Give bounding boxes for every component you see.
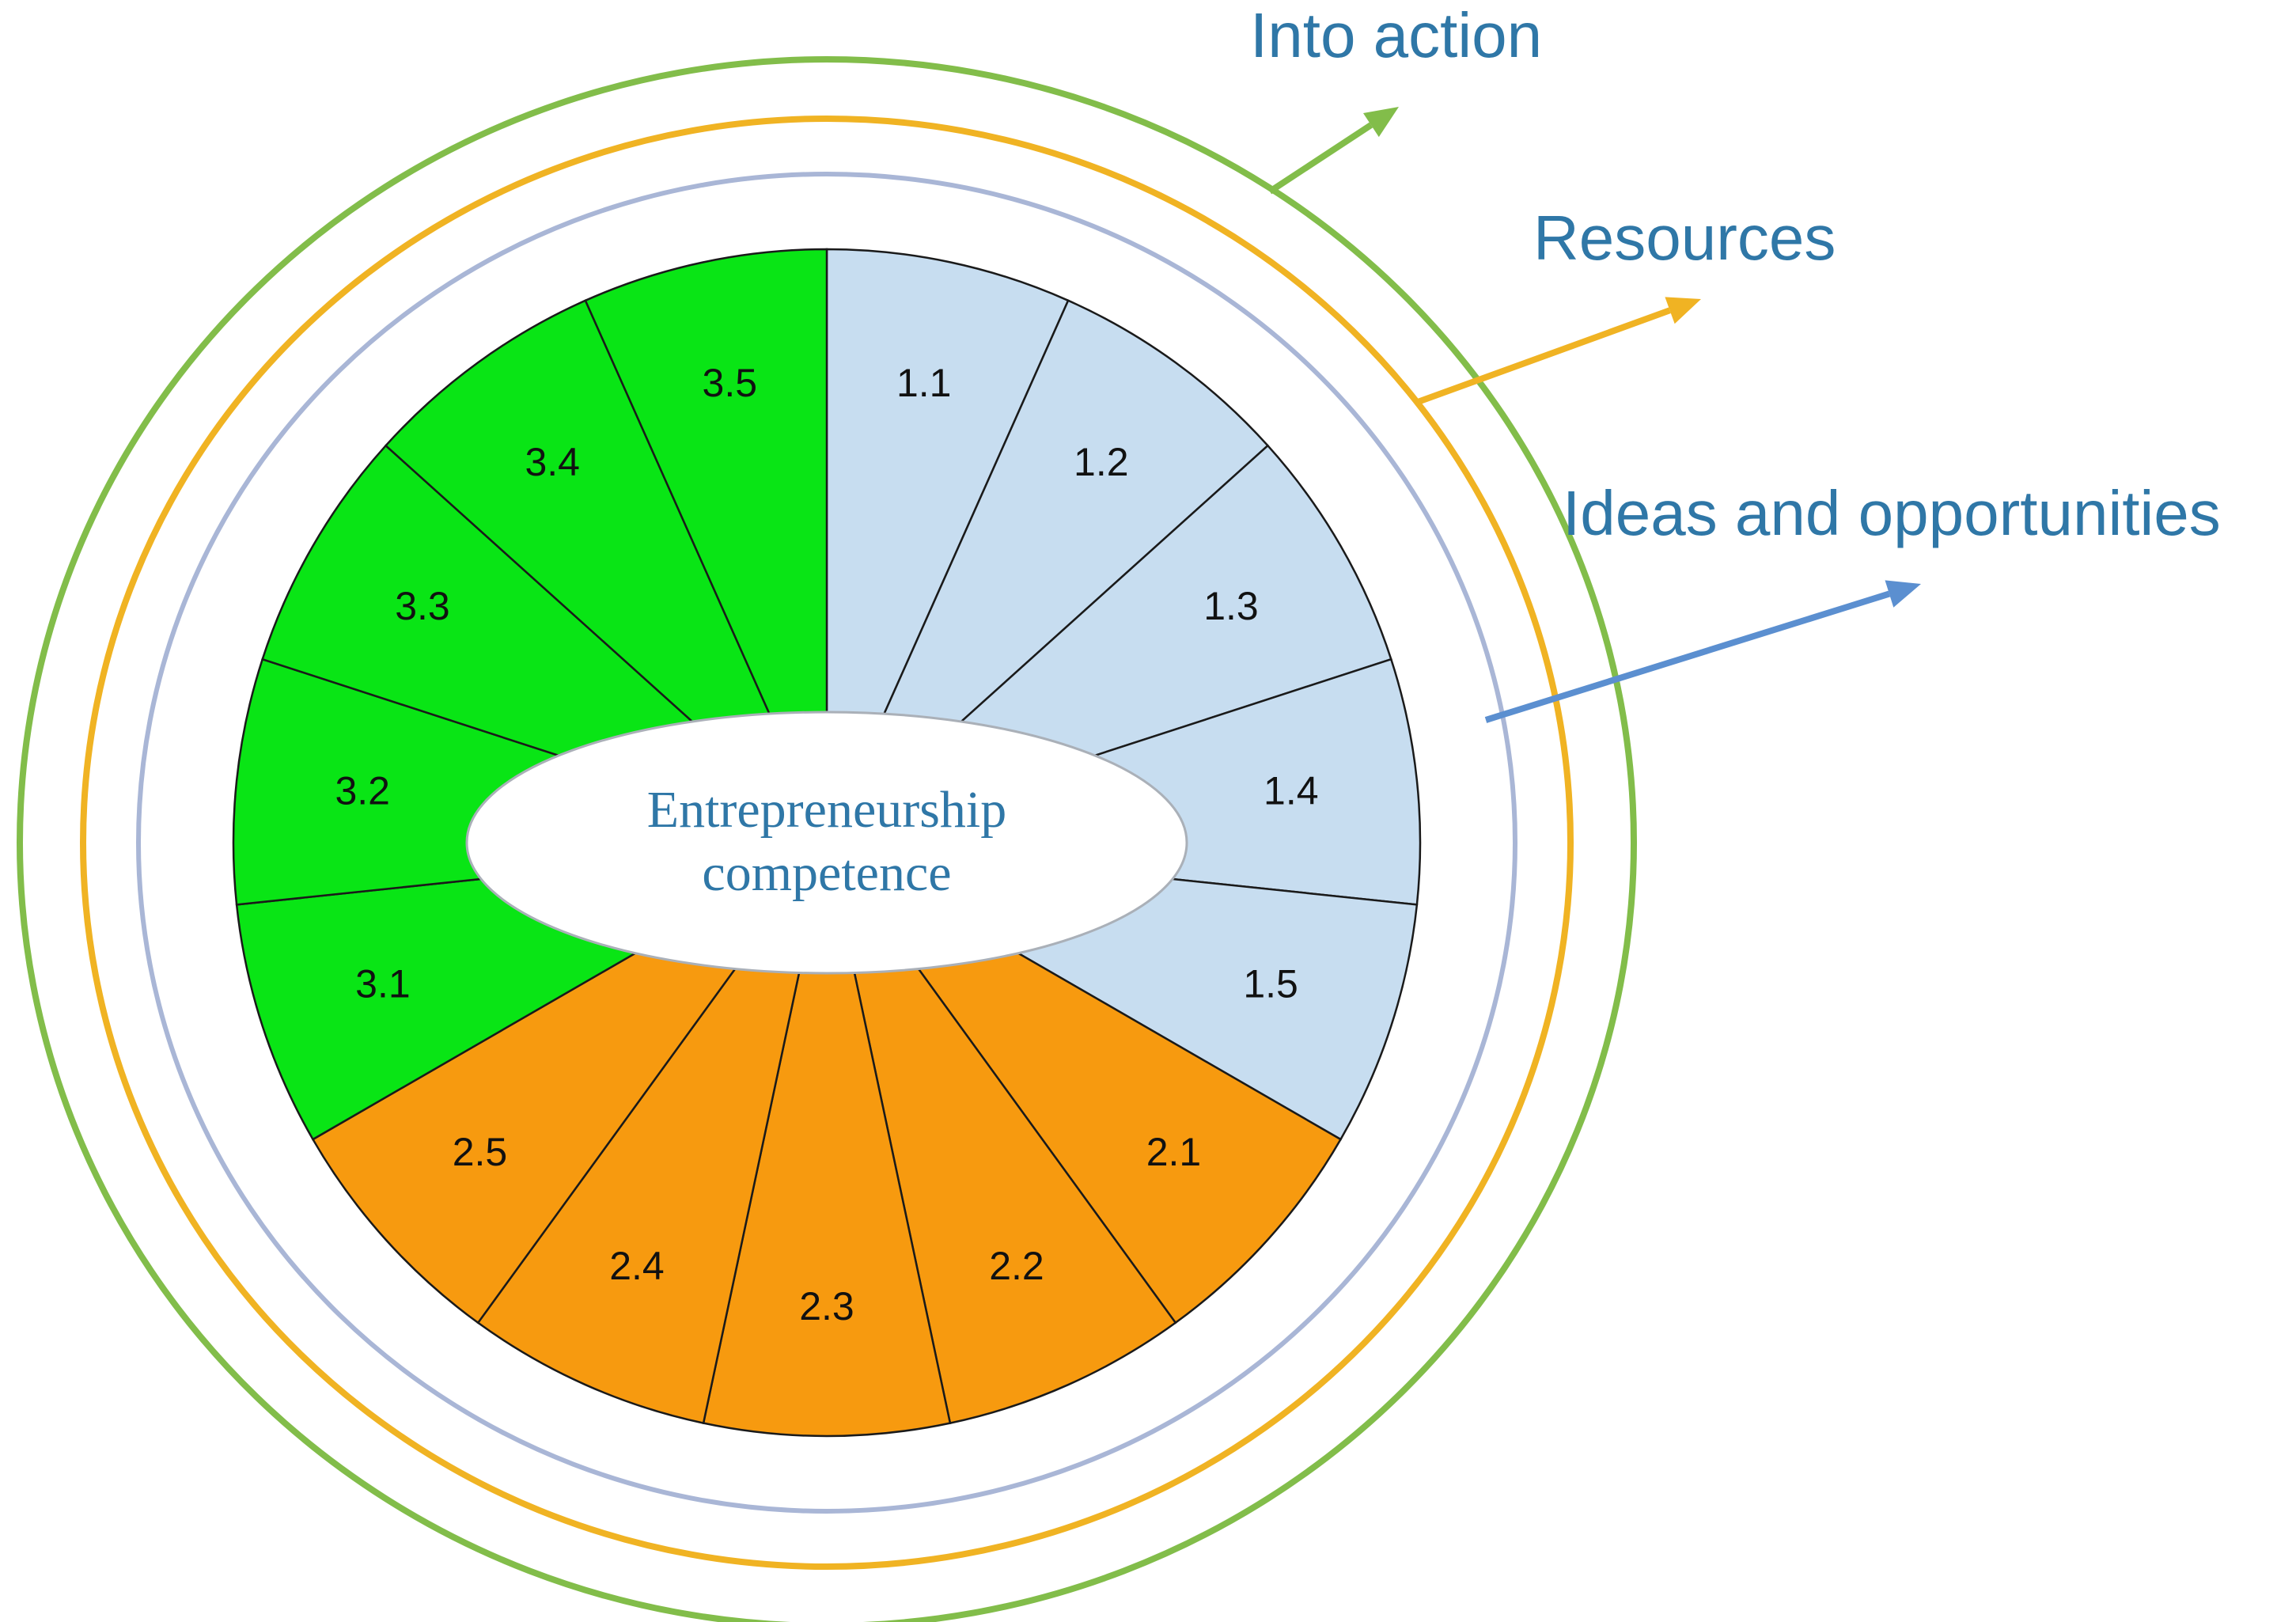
ring-ideas-and-opportunities [136, 172, 1517, 1514]
segment-label-1-1: 1.1 [896, 361, 952, 405]
ring-arrows [1267, 107, 1921, 723]
center-ellipse-shape [465, 711, 1188, 975]
segment-1-1 [825, 248, 1070, 843]
arrow-line-0 [1267, 122, 1373, 195]
segment-label-3-5: 3.5 [703, 361, 758, 405]
segment-label-3-4: 3.4 [525, 440, 580, 484]
segment-label-3-1: 3.1 [355, 962, 411, 1006]
concentric-rings [17, 56, 1637, 1622]
segment-label-2-1: 2.1 [1146, 1130, 1202, 1174]
arrow-line-2 [1484, 590, 1891, 723]
center-ellipse: Entrepreneurship competence [465, 711, 1188, 975]
ring-resources [80, 116, 1574, 1570]
arrow-head-0 [1363, 107, 1399, 138]
segment-label-2-4: 2.4 [609, 1244, 665, 1288]
arrow-line-1 [1416, 307, 1671, 405]
segment-label-3-3: 3.3 [395, 584, 450, 628]
segment-label-3-2: 3.2 [335, 769, 390, 813]
arrow-head-2 [1885, 580, 1921, 608]
segment-label-2-3: 2.3 [799, 1284, 854, 1328]
center-title-line-1: Entrepreneurship [647, 781, 1007, 839]
ring-label-resources: Resources [1533, 203, 1836, 273]
ring-labels: Into action Resources Ideas and opportun… [1250, 0, 2221, 548]
segment-3-5 [584, 248, 828, 843]
segment-label-2-5: 2.5 [453, 1130, 508, 1174]
segment-label-2-2: 2.2 [989, 1244, 1044, 1288]
center-title-line-2: competence [702, 844, 951, 902]
segment-label-1-2: 1.2 [1074, 440, 1129, 484]
ring-label-into-action: Into action [1250, 0, 1542, 70]
segment-2-4 [476, 842, 828, 1425]
segment-label-1-5: 1.5 [1243, 962, 1298, 1006]
segment-label-1-3: 1.3 [1203, 584, 1259, 628]
segment-label-1-4: 1.4 [1264, 769, 1319, 813]
arrow-head-1 [1665, 297, 1701, 324]
segment-2-3 [702, 842, 952, 1438]
segment-3-4 [384, 299, 828, 843]
ring-label-ideas-and-opportunities: Ideas and opportunities [1563, 478, 2221, 548]
segment-1-2 [825, 299, 1270, 843]
ring-into-action [17, 56, 1637, 1622]
segment-2-2 [825, 842, 1177, 1425]
